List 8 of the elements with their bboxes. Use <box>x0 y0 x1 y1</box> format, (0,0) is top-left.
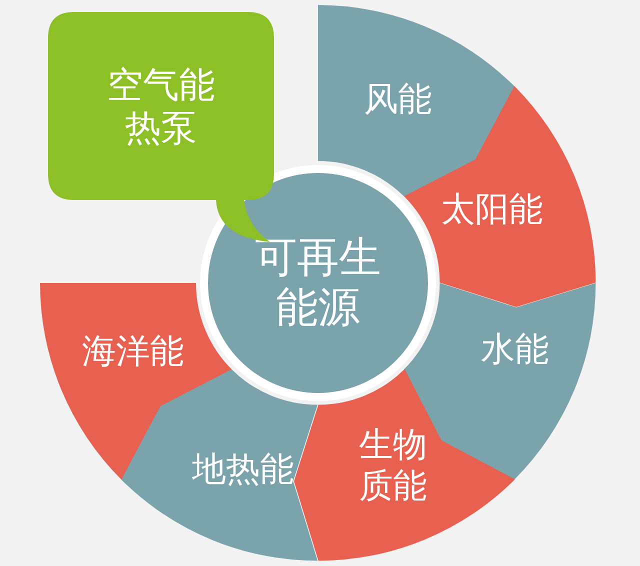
node-label: 海洋能 <box>81 332 185 372</box>
node-label: 风能 <box>363 80 433 120</box>
node-label: 生物质能 <box>358 425 428 507</box>
node-label: 可再生能源 <box>254 232 382 334</box>
node-label: 水能 <box>480 330 550 370</box>
node-label: 地热能 <box>190 450 295 490</box>
node-label: 空气能热泵 <box>106 64 216 150</box>
node-label: 太阳能 <box>440 190 544 230</box>
